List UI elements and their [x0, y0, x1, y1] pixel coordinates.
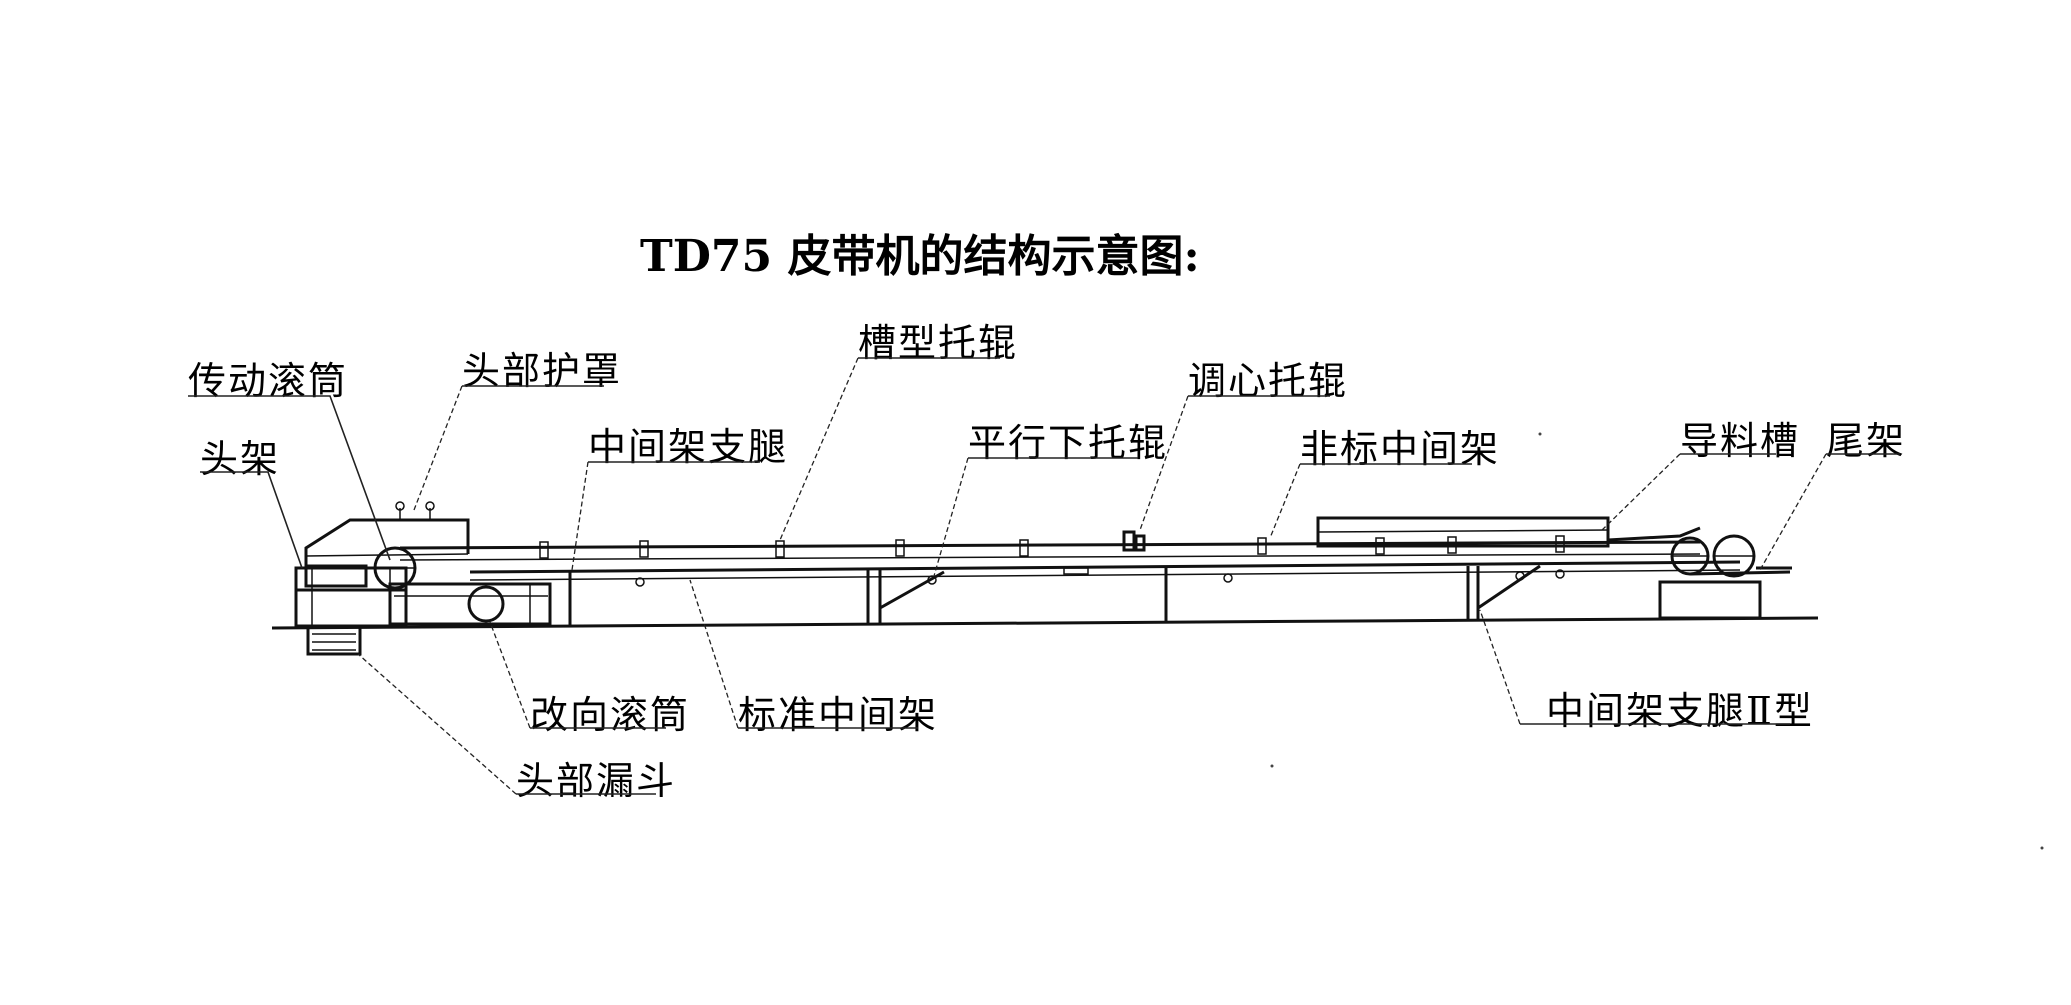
diagram-title: TD75 皮带机的结构示意图: — [640, 231, 1200, 282]
head-hopper — [306, 624, 362, 656]
return-idlers — [635, 567, 1565, 587]
tail-frame-box — [1658, 580, 1762, 620]
self-align-idler — [1122, 530, 1146, 552]
label-std-mid-frame: 标准中间架 — [738, 693, 939, 737]
frame-rail — [469, 560, 1741, 574]
label-chute: 导料槽 — [1680, 419, 1801, 463]
label-mid-frame-leg-2: 中间架支腿Ⅱ型 — [1546, 689, 1814, 733]
ground-line — [271, 616, 1819, 630]
head-frame-structure — [294, 564, 408, 656]
tail-end — [1607, 526, 1792, 620]
mid-frame-legs — [568, 564, 1541, 626]
label-head-frame: 头架 — [200, 437, 281, 481]
label-bend-pulley: 改向滚筒 — [530, 693, 691, 737]
top-belt — [399, 540, 1701, 550]
bend-pulley — [467, 585, 505, 623]
head-cover — [304, 501, 470, 566]
label-head-hopper: 头部漏斗 — [516, 759, 677, 803]
leader-lines — [188, 357, 1900, 795]
label-tail-frame: 尾架 — [1826, 419, 1907, 463]
